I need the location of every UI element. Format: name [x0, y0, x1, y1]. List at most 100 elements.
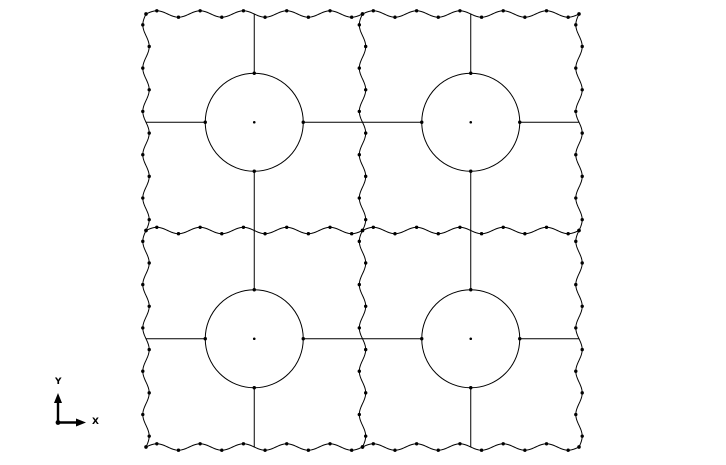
- mesh-node: [580, 434, 584, 438]
- mesh-node: [574, 153, 578, 157]
- coordinate-triad: [54, 393, 86, 427]
- mesh-node: [147, 88, 151, 92]
- mesh-node: [458, 442, 462, 446]
- mesh-node: [364, 391, 368, 395]
- mesh-node: [574, 412, 578, 417]
- mesh-node: [580, 174, 584, 179]
- mesh-node: [574, 369, 578, 373]
- mesh-node: [349, 15, 354, 19]
- mesh-node: [364, 131, 368, 135]
- mesh-node: [147, 304, 151, 308]
- mesh-node: [241, 9, 246, 13]
- mesh-node: [357, 326, 361, 330]
- mesh-node: [364, 347, 368, 352]
- mesh-node: [198, 442, 202, 446]
- mesh-node: [414, 225, 419, 229]
- hole-center-node: [469, 337, 473, 341]
- mesh-node: [203, 120, 207, 124]
- mesh-node: [328, 225, 332, 229]
- mesh-node: [285, 225, 289, 229]
- mesh-node: [357, 369, 361, 373]
- mesh-node: [198, 225, 202, 229]
- mesh-node: [566, 232, 570, 236]
- mesh-node: [155, 442, 159, 446]
- mesh-node: [574, 23, 578, 27]
- mesh-node: [364, 174, 368, 179]
- mesh-node: [420, 120, 424, 124]
- mesh-node: [252, 169, 256, 173]
- mesh-node: [393, 15, 397, 19]
- mesh-node: [523, 15, 527, 19]
- mesh-node: [523, 232, 527, 236]
- mesh-node: [155, 9, 159, 13]
- mesh-node: [501, 442, 505, 446]
- mesh-node: [141, 326, 145, 330]
- mesh-node: [574, 109, 578, 114]
- mesh-node: [357, 196, 361, 200]
- mesh-node: [349, 448, 354, 452]
- mesh-node: [176, 232, 181, 236]
- mesh-node: [580, 391, 584, 395]
- mesh-node: [574, 282, 578, 287]
- mesh-node: [357, 239, 361, 244]
- mesh-node: [544, 225, 549, 229]
- triad-origin: [55, 420, 61, 425]
- mesh-node: [147, 261, 151, 265]
- mesh-node: [357, 109, 361, 114]
- mesh-node: [301, 337, 305, 341]
- mesh-node: [147, 391, 151, 395]
- mesh-node: [436, 448, 440, 452]
- mesh-node: [203, 337, 207, 341]
- mesh-node: [364, 217, 368, 222]
- mesh-node: [469, 288, 473, 292]
- mesh-node: [360, 12, 365, 16]
- mesh-node: [574, 239, 578, 244]
- mesh-node: [458, 9, 462, 13]
- mesh-node: [414, 9, 419, 13]
- hole-center-node: [469, 120, 473, 124]
- mesh-node: [420, 337, 424, 341]
- mesh-node: [141, 239, 145, 244]
- mesh-node: [364, 261, 368, 265]
- y-axis-arrowhead: [54, 393, 62, 403]
- mesh-node: [360, 228, 365, 233]
- mesh-node: [357, 412, 361, 417]
- mesh-node: [436, 15, 440, 19]
- mesh-node: [252, 71, 256, 75]
- mesh-node: [566, 448, 570, 452]
- mesh-node: [141, 153, 145, 157]
- mesh-node: [147, 347, 151, 352]
- mesh-node: [580, 131, 584, 135]
- mesh-node: [263, 15, 267, 19]
- mesh-node: [360, 445, 365, 449]
- mesh-node: [144, 445, 148, 449]
- mesh-node: [371, 442, 376, 446]
- mesh-node: [241, 225, 246, 229]
- mesh-node: [241, 442, 246, 446]
- mesh-node: [144, 228, 148, 233]
- mesh-node: [577, 445, 581, 449]
- mesh-node: [357, 66, 361, 70]
- mesh-node: [501, 9, 505, 13]
- mesh-node: [306, 448, 311, 452]
- mesh-node: [469, 386, 473, 390]
- mesh-node: [580, 304, 584, 308]
- mesh-node: [263, 232, 267, 236]
- mesh-node: [144, 12, 148, 16]
- mesh-node: [501, 225, 505, 229]
- mesh-node: [252, 288, 256, 292]
- mesh-node: [580, 88, 584, 92]
- mesh-node: [479, 448, 484, 452]
- mesh-node: [141, 66, 145, 70]
- hole-center-node: [252, 337, 256, 341]
- mesh-node: [469, 169, 473, 173]
- mesh-node: [141, 369, 145, 373]
- mesh-node: [518, 337, 522, 341]
- mesh-node: [364, 88, 368, 92]
- mesh-node: [349, 232, 354, 236]
- mesh-node: [544, 442, 549, 446]
- mesh-node: [393, 448, 397, 452]
- mesh-node: [574, 66, 578, 70]
